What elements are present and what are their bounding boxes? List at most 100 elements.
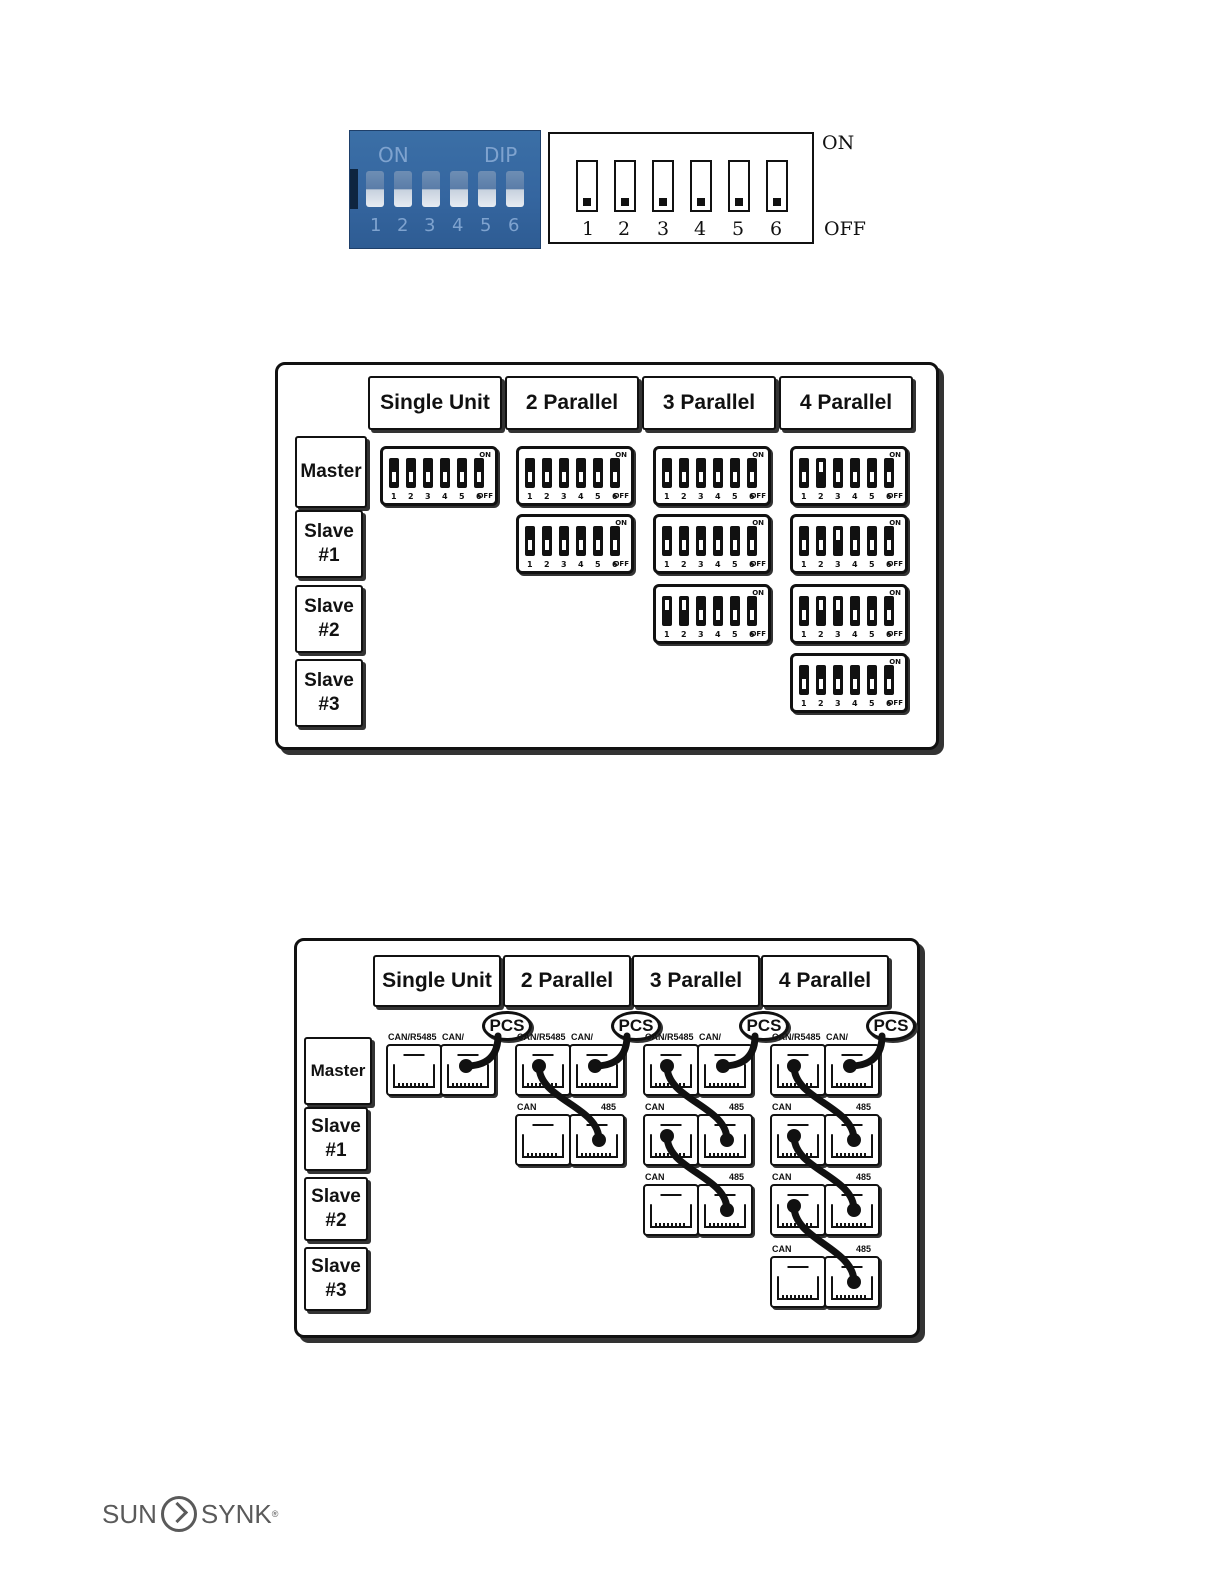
photo-switch (366, 171, 384, 207)
link-cable (790, 1202, 858, 1286)
schematic-number: 5 (732, 218, 745, 240)
dip-switch-number: 6 (612, 560, 618, 569)
dip-on-label: ON (615, 519, 627, 527)
dip-switch (713, 596, 723, 626)
cable-plug-dot (787, 1059, 801, 1073)
cable-plug-dot (787, 1199, 801, 1213)
dip-switch (662, 458, 672, 488)
column-header-2-parallel: 2 Parallel (505, 376, 639, 430)
dip-switch (559, 526, 569, 556)
pcs-badge: PCS (611, 1011, 661, 1041)
cable-column-header-3-parallel: 3 Parallel (632, 955, 760, 1007)
dip-switch (867, 458, 877, 488)
dip-switch (867, 526, 877, 556)
dip-switch-number: 2 (818, 560, 824, 569)
port-label: CAN/R5485 (772, 1032, 821, 1042)
rj45-port-icon (386, 1044, 442, 1096)
dip-switch-number: 5 (869, 699, 875, 708)
dip-off-label: OFF (613, 560, 629, 568)
dip-switch (696, 596, 706, 626)
sunsynk-logo: SUN SYNK ® (102, 1494, 278, 1534)
dip-switch (406, 458, 416, 488)
dip-switch-number: 1 (801, 560, 807, 569)
dip-switch (730, 458, 740, 488)
dip-switch-number: 5 (869, 630, 875, 639)
dip-switch-number: 1 (664, 630, 670, 639)
dip-switch (542, 526, 552, 556)
dip-switch (679, 596, 689, 626)
dip-off-label: OFF (750, 492, 766, 500)
dip-switch (747, 596, 757, 626)
dip-switch (474, 458, 484, 488)
pcs-badge: PCS (482, 1011, 532, 1041)
link-cable (790, 1062, 858, 1144)
row-header-slave-2: Slave #2 (295, 585, 363, 653)
dip-switch (576, 458, 586, 488)
dip-switch-number: 4 (715, 560, 721, 569)
cable-plug-dot (459, 1059, 473, 1073)
dip-switch (816, 458, 826, 488)
dip-switch-number: 4 (852, 560, 858, 569)
logo-mark-icon (160, 1496, 197, 1532)
cable-row-header-slave-2: Slave #2 (304, 1177, 368, 1241)
cable-plug-dot (720, 1203, 734, 1217)
port-label: CAN/ (826, 1032, 848, 1042)
schematic-switch (614, 160, 636, 212)
dip-switch-schematic: 1 2 3 4 5 6 (548, 132, 814, 244)
dip-switch-number: 2 (681, 492, 687, 501)
dip-switch-number: 2 (681, 560, 687, 569)
dip-switch-number: 1 (527, 492, 533, 501)
dip-switch (747, 458, 757, 488)
dip-switch (747, 526, 757, 556)
dip-switch-number: 5 (595, 492, 601, 501)
column-header-3-parallel: 3 Parallel (642, 376, 776, 430)
rj45-port-icon (515, 1044, 571, 1096)
dip-switch (884, 458, 894, 488)
dip-off-label: OFF (750, 560, 766, 568)
dip-switch-number: 2 (818, 699, 824, 708)
dip-switch-number: 3 (835, 492, 841, 501)
port-label: CAN (645, 1102, 665, 1112)
photo-edge (350, 169, 358, 209)
port-label: CAN (772, 1172, 792, 1182)
cable-row-header-slave-1: Slave #1 (304, 1107, 368, 1171)
dip-off-label: OFF (477, 492, 493, 500)
dip-switch (816, 596, 826, 626)
photo-switch-row (364, 171, 530, 211)
rj45-port-icon (824, 1044, 880, 1096)
cable-plug-dot (716, 1059, 730, 1073)
dip-switch-number: 6 (749, 630, 755, 639)
dip-switch (440, 458, 450, 488)
link-cable (790, 1132, 858, 1214)
dip-switch-number: 3 (425, 492, 431, 501)
dip-switch (884, 596, 894, 626)
schematic-number: 1 (582, 218, 595, 240)
dip-switch-number: 1 (801, 630, 807, 639)
photo-switch (478, 171, 496, 207)
dip-switch-number: 6 (886, 699, 892, 708)
dip-switch-number: 3 (835, 699, 841, 708)
cable-plug-dot (847, 1203, 861, 1217)
photo-switch (394, 171, 412, 207)
dip-switch (525, 526, 535, 556)
link-cable (663, 1062, 731, 1144)
dip-switch (593, 458, 603, 488)
dip-switch (576, 526, 586, 556)
port-label: CAN (517, 1102, 537, 1112)
cable-plug-dot (532, 1059, 546, 1073)
schematic-number: 4 (694, 218, 707, 240)
dip-switch-number: 2 (408, 492, 414, 501)
dip-switch (730, 526, 740, 556)
dip-switch (423, 458, 433, 488)
dip-switch (799, 458, 809, 488)
port-label: CAN/R5485 (388, 1032, 437, 1042)
column-header-single-unit: Single Unit (368, 376, 502, 430)
port-label: 485 (601, 1102, 617, 1112)
dip-switch (799, 526, 809, 556)
dip-switch (593, 526, 603, 556)
dip-on-label: ON (752, 451, 764, 459)
